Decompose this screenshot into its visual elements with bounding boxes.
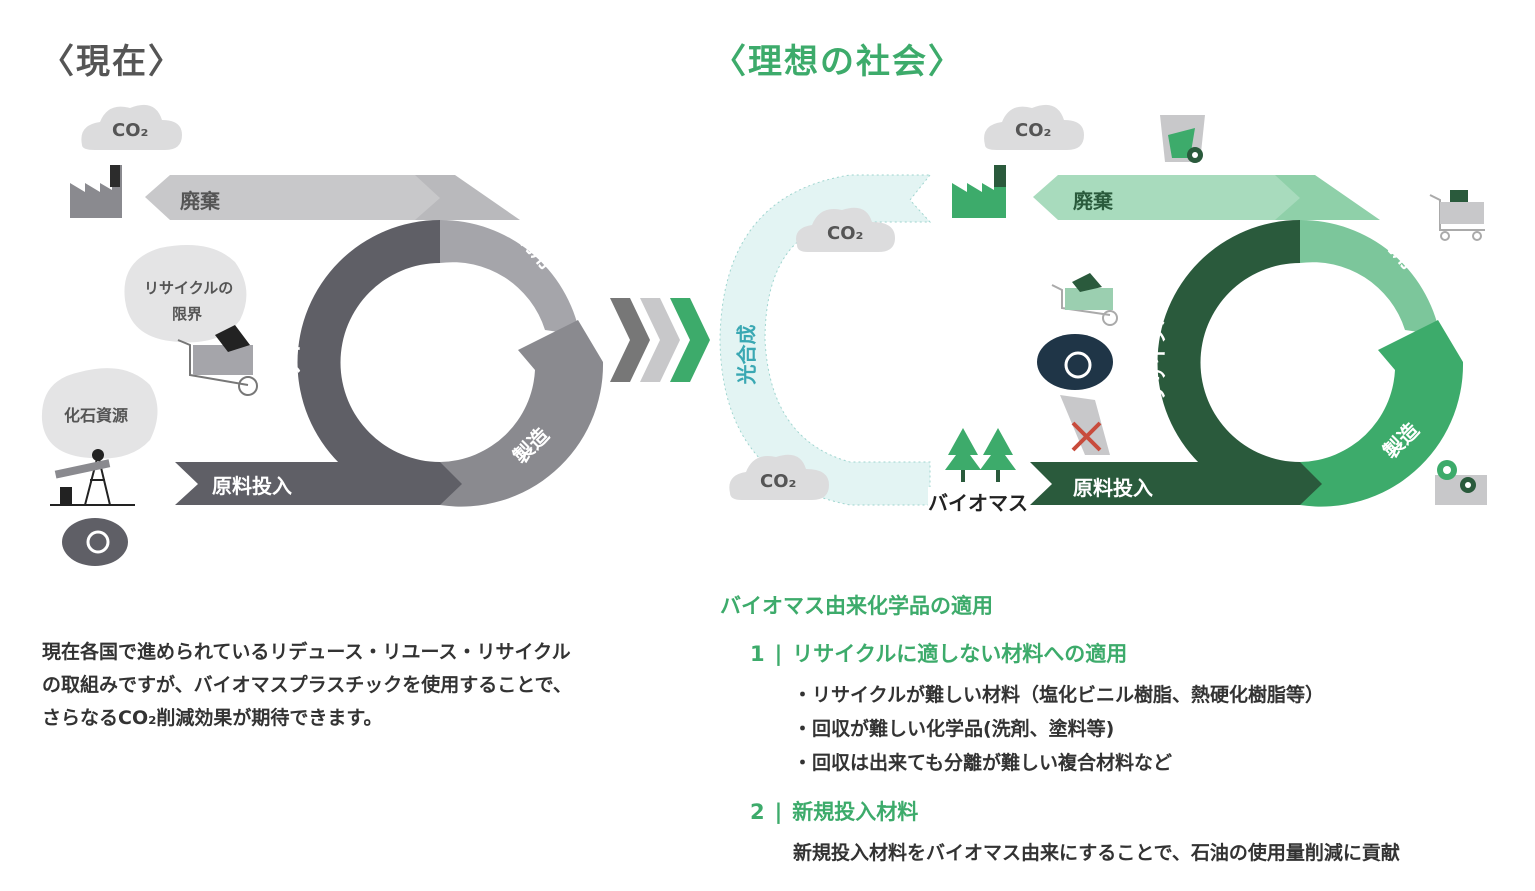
current-input-arrow <box>175 462 462 505</box>
cloud-co2-left <box>81 104 182 150</box>
description-line-3: さらなるCO₂削減効果が期待できます。 <box>42 707 383 729</box>
current-waste-arrow <box>145 175 440 220</box>
current-use-arc <box>440 219 580 335</box>
fossil-label: 化石資源 <box>64 406 129 425</box>
factory-icon <box>70 165 122 218</box>
item-1-bullet-3: ・回収は出来ても分離が難しい複合材料など <box>793 752 1173 774</box>
cloud-fossil <box>41 368 158 459</box>
cloud-recycle-limit <box>124 245 247 343</box>
item-2-number: 2 <box>750 800 765 824</box>
detergent-icon <box>1160 115 1205 163</box>
recycle-limit-label-1: リサイクルの <box>144 279 234 297</box>
current-recycle-arc <box>297 220 440 505</box>
item-2-bullet-1: 新規投入材料をバイオマス由来にすることで、石油の使用量削減に貢献 <box>793 842 1400 864</box>
item-1-bullet-1: ・リサイクルが難しい材料（塩化ビニル樹脂、熱硬化樹脂等） <box>793 684 1325 706</box>
cloud-co2-top-right-label: CO₂ <box>1015 120 1052 141</box>
cloud-co2-mid-right <box>796 207 895 252</box>
item-1-bullet-2: ・回収が難しい化学品(洗剤、塗料等) <box>793 718 1115 740</box>
ideal-waste-arrow <box>1033 175 1300 220</box>
ideal-waste-label: 廃棄 <box>1073 189 1113 213</box>
ideal-heading: 〈理想の社会〉 <box>712 42 964 82</box>
cycle-diagram <box>41 104 1487 566</box>
current-input-label: 原料投入 <box>212 474 292 498</box>
cloud-co2-left-label: CO₂ <box>112 120 149 141</box>
current-manufacture-arc <box>440 320 604 507</box>
current-waste-label: 廃棄 <box>180 189 220 213</box>
cart-icon-left <box>177 339 258 396</box>
ideal-input-arrow <box>1030 462 1322 505</box>
gears-icon <box>1435 460 1487 505</box>
item-1-number: 1 <box>750 642 765 666</box>
biomass-label: バイオマス <box>928 487 1028 516</box>
cloud-co2-bottom-right <box>729 454 829 500</box>
cross-icon <box>1071 421 1102 452</box>
ideal-input-label: 原料投入 <box>1073 476 1153 500</box>
ideal-use-arc <box>1300 219 1440 335</box>
ideal-recycle-label: リサイクル <box>1144 305 1169 405</box>
trees-icon <box>945 428 1016 482</box>
fossil-icon-left <box>62 518 128 566</box>
cart-icon-right <box>1051 284 1118 326</box>
description-line-2: の取組みですが、バイオマスプラスチックを使用することで、 <box>42 674 572 696</box>
item-1-title: リサイクルに適しない材料への適用 <box>792 642 1128 666</box>
photosynthesis-label: 光合成 <box>734 324 759 385</box>
photosynthesis-arc <box>719 174 932 506</box>
current-recycle-label: リサイクル <box>279 300 304 400</box>
item-1-heading: 1|リサイクルに適しない材料への適用 <box>750 642 1128 666</box>
transition-chevrons <box>610 298 710 382</box>
current-heading: 〈現在〉 <box>40 42 184 82</box>
recycle-limit-label-2: 限界 <box>172 305 203 323</box>
ideal-manufacture-arc <box>1300 320 1464 507</box>
application-title: バイオマス由来化学品の適用 <box>720 594 993 618</box>
cloud-co2-top-right <box>984 104 1084 150</box>
cloud-co2-mid-right-label: CO₂ <box>827 223 864 244</box>
ideal-recycle-arc <box>1157 220 1300 505</box>
factory-icon-right <box>952 165 1006 218</box>
current-description: 現在各国で進められているリデュース・リユース・リサイクル の取組みですが、バイオ… <box>42 636 602 735</box>
description-line-1: 現在各国で進められているリデュース・リユース・リサイクル <box>42 641 571 663</box>
item-2-title: 新規投入材料 <box>792 800 919 824</box>
item-2-heading: 2|新規投入材料 <box>750 800 919 824</box>
fossil-icon-right <box>1037 334 1113 390</box>
cloud-co2-bottom-right-label: CO₂ <box>760 471 797 492</box>
